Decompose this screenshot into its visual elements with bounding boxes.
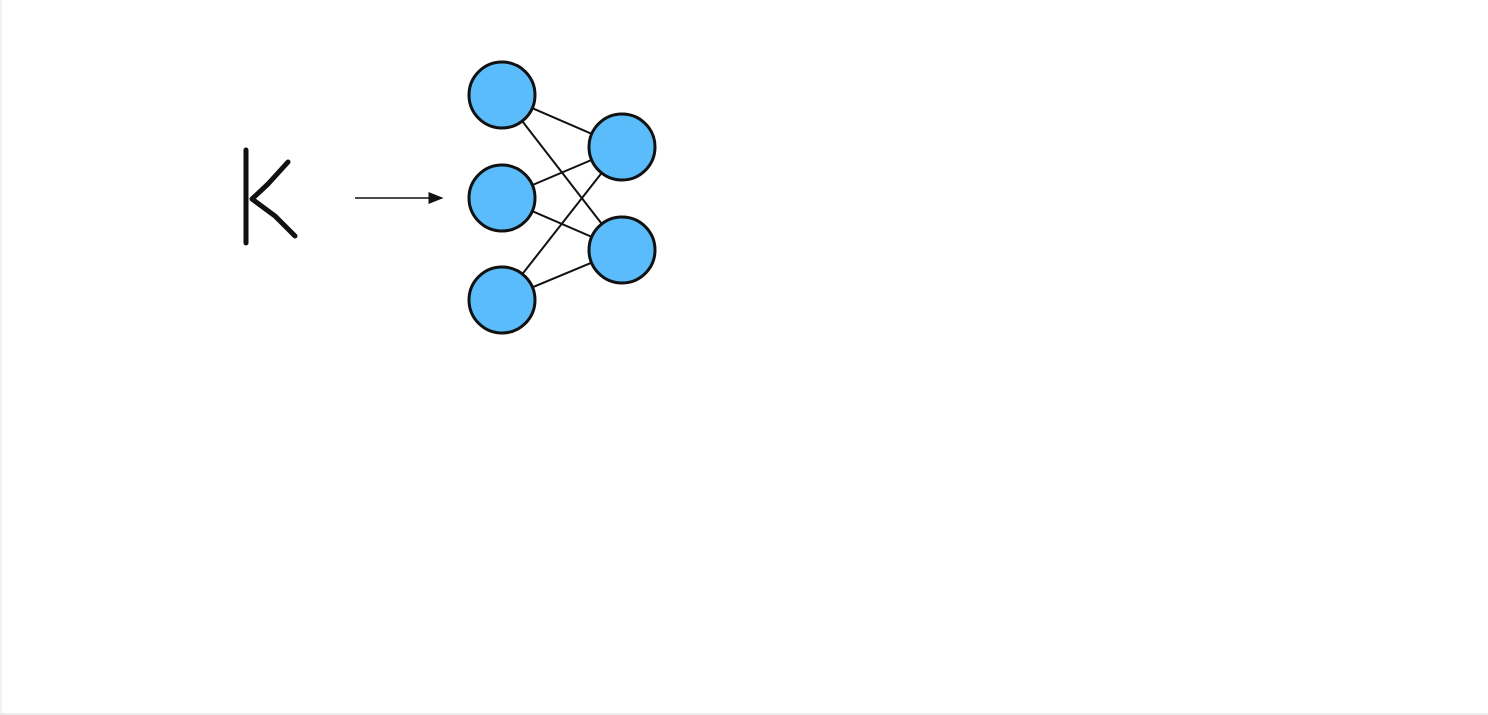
network-nodes (467, 60, 657, 335)
node-output-2 (587, 215, 657, 285)
node-input-2 (467, 163, 537, 233)
node-output-1 (587, 112, 657, 182)
bottom-edge-shadow (0, 713, 1488, 715)
node-input-1 (467, 60, 537, 130)
left-edge-shadow (0, 0, 2, 715)
node-input-3 (467, 265, 537, 335)
handwritten-k (243, 147, 298, 246)
